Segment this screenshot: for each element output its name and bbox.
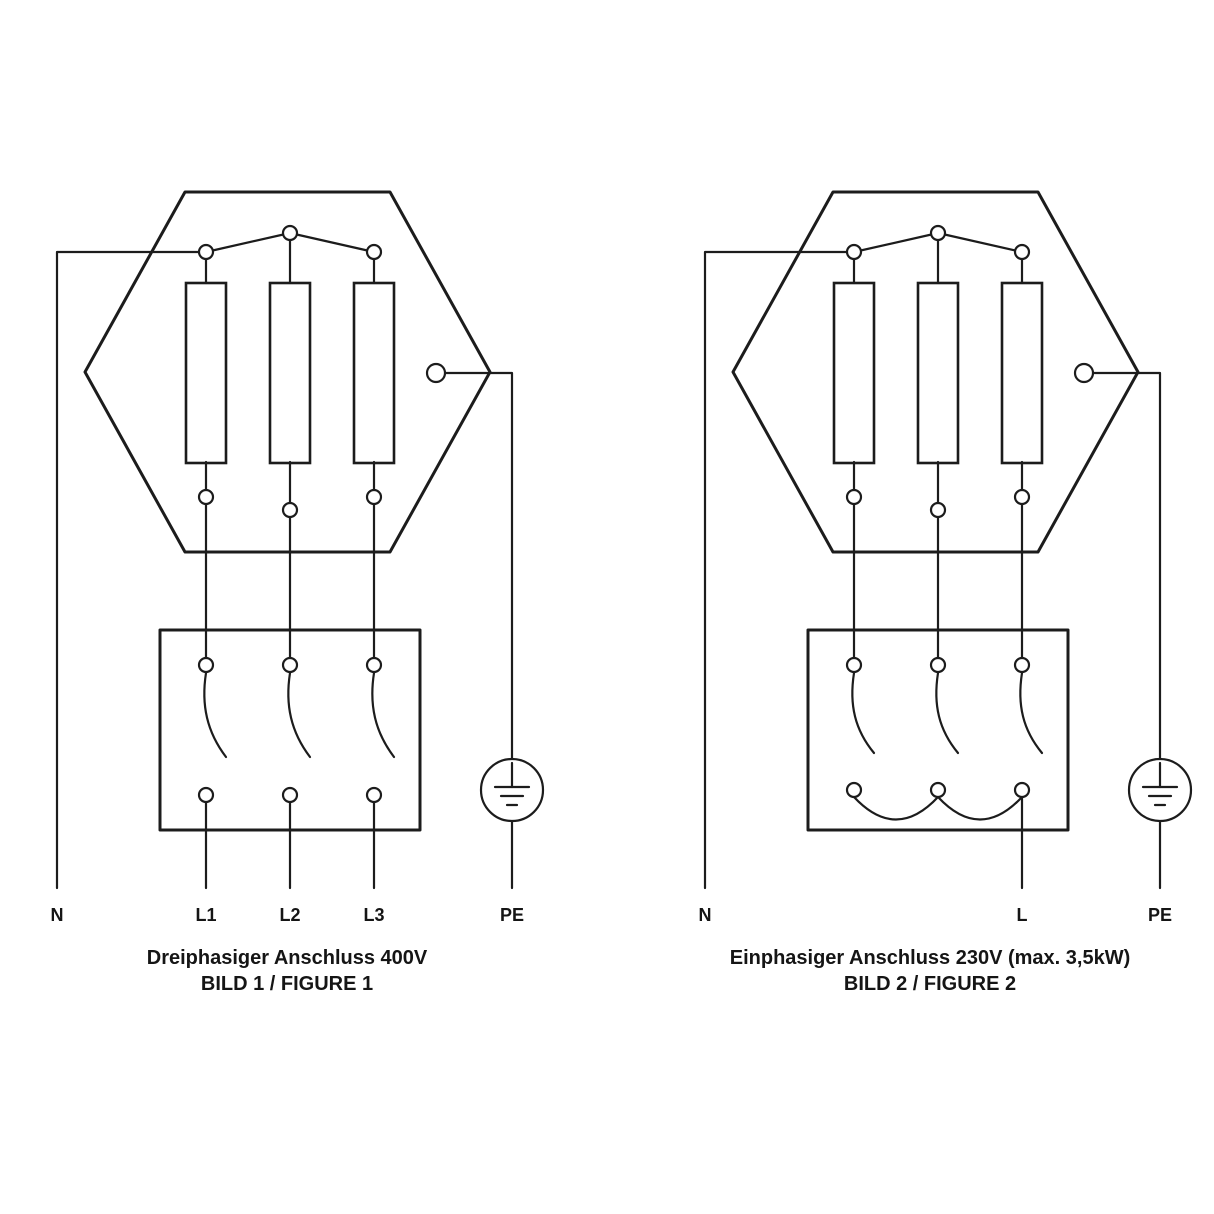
- fig2-neutral-wire: [703, 250, 856, 890]
- fig1-pe-terminal: [425, 362, 447, 384]
- fig2-switch-contact-bottom-1: [845, 781, 863, 799]
- ground-circle: [1127, 757, 1193, 823]
- figure1-three-phase-diagram: N L1 L2 L3 PE Dreiphasiger Anschluss 400…: [51, 190, 545, 995]
- fig1-switch-contact-bottom-3: [365, 786, 383, 804]
- fig1-caption-figure: BILD 1 / FIGURE 1: [201, 973, 373, 995]
- fig2-ground-symbol-icon: [1127, 757, 1193, 823]
- fig2-switch-contact-bottom-3: [1013, 781, 1031, 799]
- fig2-label-l: L: [1017, 905, 1028, 925]
- fig1-terminal-bottom-1: [197, 488, 215, 506]
- fig2-terminal-bottom-3: [1013, 488, 1031, 506]
- fig1-switch-contact-top-2: [281, 656, 299, 674]
- fig2-switch-blade-3: [1019, 671, 1044, 755]
- fig1-label-pe: PE: [500, 905, 524, 925]
- fig1-label-l2: L2: [279, 905, 300, 925]
- fig2-switch-contact-top-2: [929, 656, 947, 674]
- fig2-terminal-top-3: [1013, 243, 1031, 261]
- fig1-hexagon-terminal-block: [83, 190, 492, 554]
- fig2-label-pe: PE: [1148, 905, 1172, 925]
- fig2-switch-contact-top-3: [1013, 656, 1031, 674]
- fig2-terminal-top-1: [845, 243, 863, 261]
- fig1-switch-blade-1: [203, 671, 228, 759]
- fig2-terminal-bottom-1: [845, 488, 863, 506]
- fig1-neutral-wire: [55, 250, 208, 890]
- fig2-switch-box: [806, 628, 1070, 832]
- fig1-switch-contact-bottom-2: [281, 786, 299, 804]
- fig2-hexagon-terminal-block: [731, 190, 1140, 554]
- fig1-switch-blade-3: [371, 671, 396, 759]
- fig1-heating-element-1: [184, 281, 228, 465]
- fig2-heating-element-1: [832, 281, 876, 465]
- fig1-pe-wire: [443, 371, 514, 761]
- fig1-label-n: N: [51, 905, 64, 925]
- fig2-terminal-bottom-2: [929, 501, 947, 519]
- fig1-ground-symbol-icon: [479, 757, 545, 823]
- fig2-heating-element-3: [1000, 281, 1044, 465]
- fig1-heating-element-3: [352, 281, 396, 465]
- fig1-switch-contact-bottom-1: [197, 786, 215, 804]
- fig2-caption-figure: BILD 2 / FIGURE 2: [844, 973, 1016, 995]
- fig2-caption-title: Einphasiger Anschluss 230V (max. 3,5kW): [730, 947, 1131, 969]
- fig2-pe-terminal: [1073, 362, 1095, 384]
- fig1-switch-contact-top-3: [365, 656, 383, 674]
- fig2-terminal-top-2: [929, 224, 947, 242]
- fig1-label-l3: L3: [363, 905, 384, 925]
- fig2-heating-element-2: [916, 281, 960, 465]
- fig2-switch-contact-bottom-2: [929, 781, 947, 799]
- fig1-terminal-bottom-2: [281, 501, 299, 519]
- fig1-terminal-bottom-3: [365, 488, 383, 506]
- fig2-label-n: N: [699, 905, 712, 925]
- fig2-switch-blade-1: [851, 671, 876, 755]
- fig1-switch-blade-2: [287, 671, 312, 759]
- fig2-jumper-2-3: [936, 795, 1024, 821]
- fig1-caption-title: Dreiphasiger Anschluss 400V: [147, 947, 428, 969]
- fig2-switch-contact-top-1: [845, 656, 863, 674]
- fig2-pe-wire: [1091, 371, 1162, 761]
- fig1-heating-element-2: [268, 281, 312, 465]
- fig1-terminal-top-1: [197, 243, 215, 261]
- fig1-switch-contact-top-1: [197, 656, 215, 674]
- figure2-single-phase-diagram: N L PE Einphasiger Anschluss 230V (max. …: [699, 190, 1193, 995]
- fig1-terminal-top-2: [281, 224, 299, 242]
- ground-circle: [479, 757, 545, 823]
- fig1-label-l1: L1: [195, 905, 216, 925]
- fig2-switch-blade-2: [935, 671, 960, 755]
- fig2-jumper-1-2: [852, 795, 940, 821]
- fig1-terminal-top-3: [365, 243, 383, 261]
